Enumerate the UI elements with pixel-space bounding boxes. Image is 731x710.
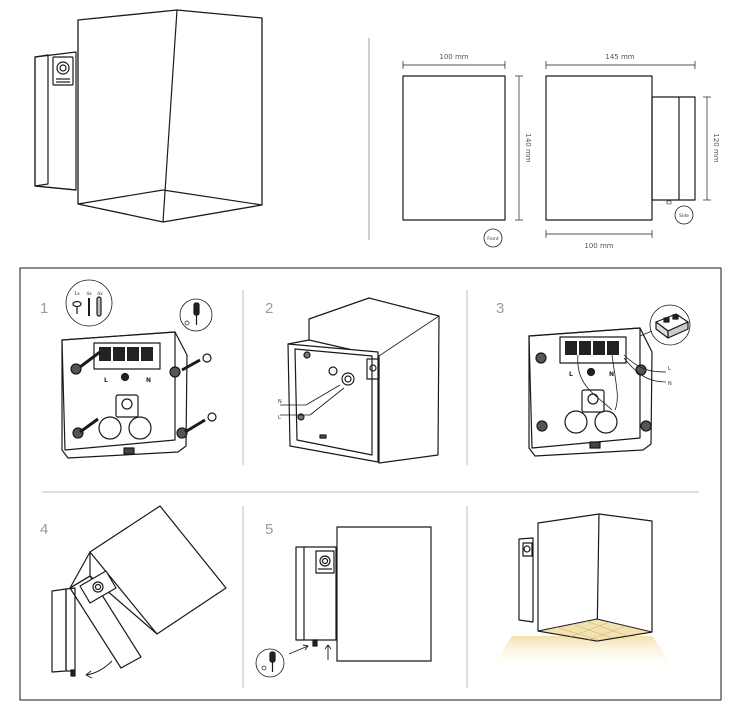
side-tag: Side [679,213,689,219]
arrow-icon [288,644,332,660]
step-2-wire-l: L [278,415,281,421]
step-3-drawing [528,304,691,457]
step-2-number: 2 [265,300,273,317]
step-3-terminal-l: L [569,371,573,378]
side-view-drawing [545,61,711,238]
step-1-drawing [61,279,217,459]
wall-anchor-icon [88,296,102,317]
step-3-number: 3 [496,300,504,317]
step-3-wire-l: L [668,366,671,372]
terminal-connector-icon [655,313,689,339]
step-1-terminal-n: N [146,377,151,384]
step-5-drawing [255,526,432,678]
step-2-drawing [280,297,440,464]
screwdriver-icon [261,651,276,672]
product-perspective-view [34,9,263,223]
instruction-panel [19,267,722,701]
step-1-number: 1 [40,300,48,317]
screwdriver-icon [184,302,200,326]
front-tag: Front [487,236,499,242]
front-height-label: 140 mm [524,133,532,162]
front-width-label: 100 mm [439,53,468,61]
screw-icon [72,300,82,314]
step-2-wire-n: N [278,399,282,405]
arrow-icon [85,660,113,679]
side-depth-label: 100 mm [584,242,613,250]
side-width-label: 145 mm [605,53,634,61]
plate-label-icon [52,56,74,86]
step-1-terminal-l: L [104,377,108,384]
step-3-wire-n: N [668,381,672,387]
count-anchor-a: 4x [86,291,92,297]
front-view-drawing [402,61,523,248]
step-5-number: 5 [265,521,273,538]
final-installed-view [490,513,676,670]
step-4-drawing [51,505,227,679]
side-height-label: 120 mm [712,133,720,162]
count-anchor-b: 4x [97,291,103,297]
step-3-terminal-n: N [609,371,614,378]
count-screw: 1x [74,291,80,297]
step-4-number: 4 [40,521,48,538]
